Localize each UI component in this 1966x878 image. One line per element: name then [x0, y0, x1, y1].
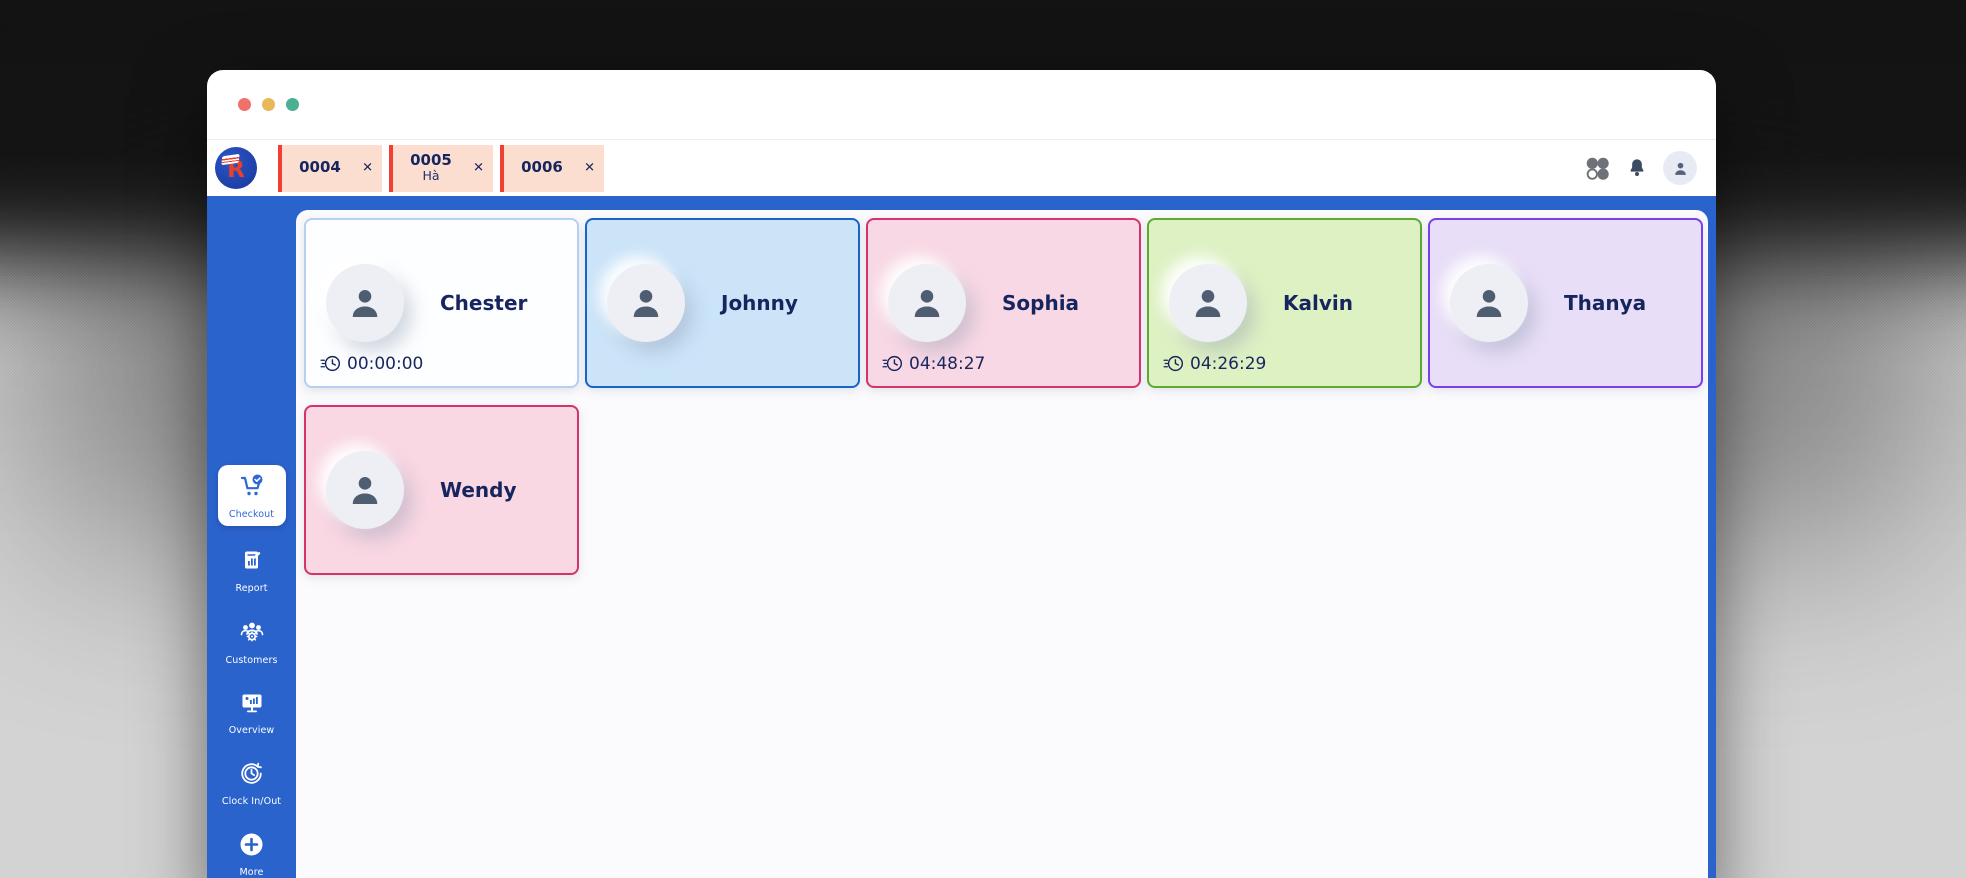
customers-icon — [238, 618, 266, 650]
sidebar-item-customers[interactable]: Customers — [218, 618, 286, 666]
sidebar-item-report[interactable]: Report — [218, 548, 286, 594]
staff-name: Wendy — [440, 478, 517, 502]
minimize-window-button[interactable] — [262, 98, 275, 111]
avatar — [326, 264, 404, 342]
tab-0004[interactable]: 0004 ✕ — [278, 144, 382, 192]
tab-label: 0006 — [521, 158, 563, 177]
staff-name: Sophia — [1002, 291, 1080, 315]
plus-icon — [238, 831, 265, 862]
clocked-time: 04:48:27 — [881, 352, 985, 375]
staff-card-kalvin[interactable]: Kalvin 04:26:29 — [1147, 218, 1422, 388]
app-window: R 0004 ✕ 0005 Hà ✕ 0006 — [207, 70, 1716, 878]
logo-letter: R — [227, 157, 245, 183]
sidebar-item-label: More — [239, 867, 264, 878]
staff-name: Thanya — [1564, 291, 1647, 315]
report-icon — [239, 548, 265, 578]
time-fast-icon — [1163, 355, 1184, 372]
cart-check-icon — [238, 472, 266, 504]
staff-panel: Chester 00:00:00 — [296, 210, 1708, 878]
sidebar-item-label: Report — [235, 583, 268, 594]
sidebar: Checkout Report — [207, 196, 296, 878]
staff-card-thanya[interactable]: Thanya — [1428, 218, 1703, 388]
tab-subtitle: Hà — [422, 168, 440, 184]
sidebar-item-clock[interactable]: Clock In/Out — [218, 760, 286, 807]
clocked-time: 00:00:00 — [319, 352, 423, 375]
close-tab-icon[interactable]: ✕ — [473, 160, 484, 176]
bell-icon[interactable] — [1626, 156, 1648, 180]
staff-card-johnny[interactable]: Johnny — [585, 218, 860, 388]
time-fast-icon — [320, 355, 341, 372]
sidebar-item-checkout[interactable]: Checkout — [217, 465, 286, 526]
avatar — [607, 264, 685, 342]
sidebar-item-overview[interactable]: Overview — [218, 690, 286, 736]
sidebar-item-label: Customers — [225, 655, 278, 666]
tab-0005[interactable]: 0005 Hà ✕ — [389, 144, 493, 192]
app-logo[interactable]: R — [215, 147, 257, 189]
close-tab-icon[interactable]: ✕ — [584, 160, 595, 176]
tab-bar: R 0004 ✕ 0005 Hà ✕ 0006 — [207, 140, 1716, 196]
header-actions — [1584, 151, 1697, 185]
sidebar-item-label: Overview — [228, 725, 275, 736]
zoom-window-button[interactable] — [286, 98, 299, 111]
sidebar-item-more[interactable]: More — [218, 831, 286, 878]
content-area: Chester 00:00:00 — [296, 196, 1716, 878]
sidebar-item-label: Clock In/Out — [221, 796, 282, 807]
staff-card-chester[interactable]: Chester 00:00:00 — [304, 218, 579, 388]
avatar — [326, 451, 404, 529]
tab-label: 0004 — [299, 158, 341, 177]
staff-card-wendy[interactable]: Wendy — [304, 405, 579, 575]
apps-icon[interactable] — [1584, 155, 1611, 182]
staff-name: Chester — [440, 291, 528, 315]
staff-name: Kalvin — [1283, 291, 1353, 315]
sidebar-item-label: Checkout — [228, 509, 275, 520]
tab-0006[interactable]: 0006 ✕ — [500, 144, 604, 192]
avatar — [1169, 264, 1247, 342]
close-tab-icon[interactable]: ✕ — [362, 160, 373, 176]
close-window-button[interactable] — [238, 98, 251, 111]
profile-avatar-button[interactable] — [1663, 151, 1697, 185]
staff-name: Johnny — [721, 291, 798, 315]
staff-card-sophia[interactable]: Sophia 04:48:27 — [866, 218, 1141, 388]
avatar — [1450, 264, 1528, 342]
main-frame: Checkout Report — [207, 196, 1716, 878]
overview-icon — [239, 690, 265, 720]
tab-label: 0005 — [410, 151, 452, 170]
clock-icon — [238, 760, 265, 791]
avatar — [888, 264, 966, 342]
titlebar — [207, 70, 1716, 140]
time-fast-icon — [882, 355, 903, 372]
clocked-time: 04:26:29 — [1162, 352, 1266, 375]
